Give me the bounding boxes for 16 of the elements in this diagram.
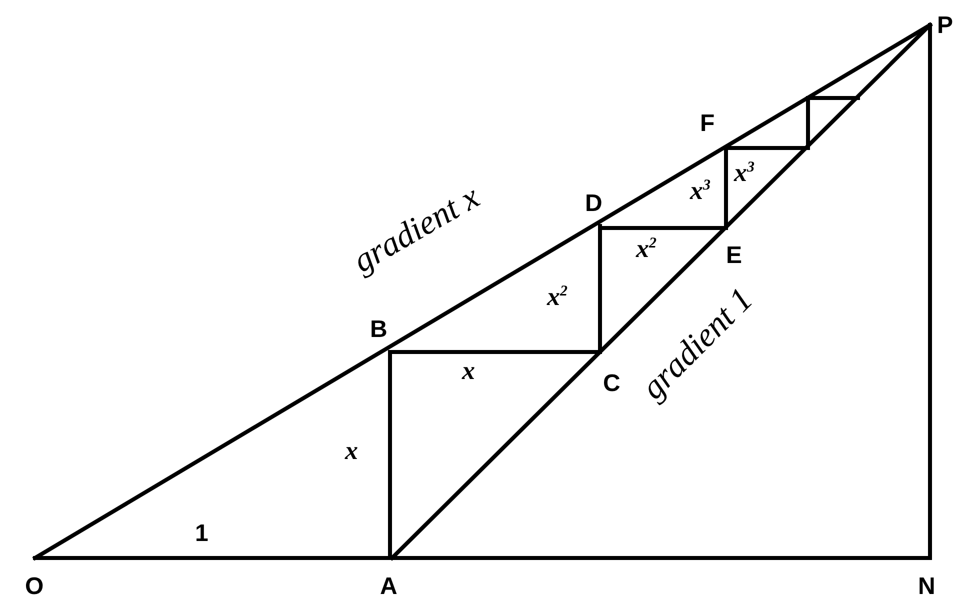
segment-label: 1	[195, 522, 208, 546]
segment-label: x$^{3}$	[734, 160, 754, 186]
segment-label: x$^{2}$	[547, 284, 568, 310]
point-label: P	[937, 14, 954, 38]
point-label: O	[25, 575, 44, 599]
point-label: A	[380, 575, 398, 599]
segment-label: x$^{3}$	[690, 178, 710, 204]
segment-label: x	[462, 358, 475, 384]
point-label: F	[700, 112, 715, 136]
segment-label: x$^{2}$	[636, 236, 656, 262]
point-label: E	[726, 244, 742, 268]
point-label: N	[918, 575, 936, 599]
point-label: C	[603, 372, 620, 396]
segment-label: x	[345, 438, 358, 464]
point-label: D	[585, 192, 602, 216]
point-label: B	[370, 318, 388, 342]
